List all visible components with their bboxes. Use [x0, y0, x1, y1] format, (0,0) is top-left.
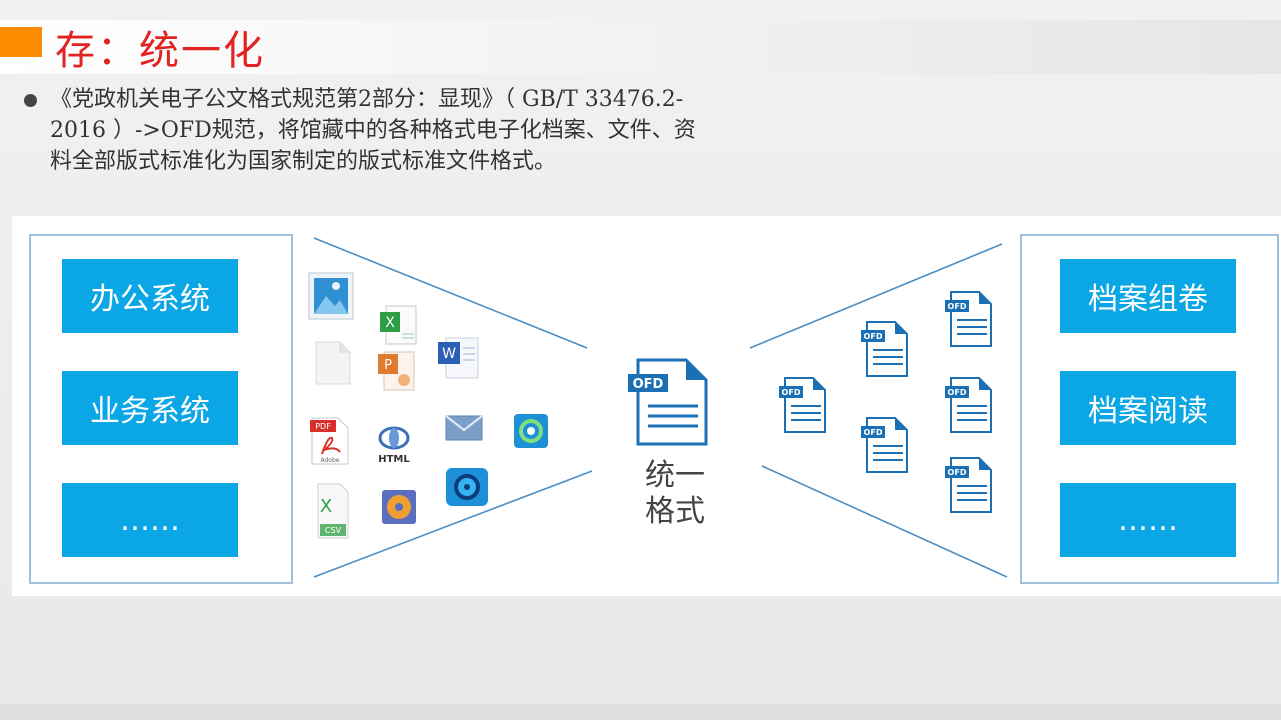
- bullet-line: 《党政机关电子公文格式规范第2部分：显现》（ GB/T 33476.2-: [50, 87, 684, 112]
- archive-reading-box: 档案阅读: [1060, 371, 1236, 445]
- box-label: 业务系统: [90, 394, 210, 429]
- csv-tag: CSV: [325, 526, 342, 535]
- csv-letter: X: [320, 496, 332, 517]
- title-accent-block: [0, 27, 42, 57]
- ofd-document-icon: OFD: [945, 291, 992, 347]
- office-system-box: 办公系统: [62, 259, 238, 333]
- ofd-tag: OFD: [864, 428, 883, 437]
- mail-file-icon: [445, 415, 483, 441]
- word-file-icon: W: [438, 337, 479, 379]
- bullet-line: 2016 ）->OFD规范，将馆藏中的各种格式电子化档案、文件、资: [50, 118, 696, 143]
- ofd-document-icon: OFD: [945, 457, 992, 513]
- bullet-dot: [24, 94, 37, 107]
- ofd-tag: OFD: [633, 377, 664, 392]
- pdf-sub: Adobe: [321, 457, 340, 464]
- csv-file-icon: X CSV: [317, 483, 349, 539]
- blank-file-icon: [315, 341, 351, 385]
- ofd-tag: OFD: [948, 468, 967, 477]
- excel-letter: X: [385, 315, 395, 331]
- box-label: 档案阅读: [1088, 394, 1208, 429]
- unified-format-label: 统一 格式: [640, 458, 710, 530]
- box-label: 档案组卷: [1088, 282, 1208, 317]
- powerpoint-file-icon: P: [378, 351, 415, 391]
- funnel-left-bottom-line: [313, 470, 593, 578]
- pdf-file-icon: PDF Adobe: [310, 417, 349, 465]
- ofd-document-icon: OFD: [861, 417, 908, 473]
- html-tag: HTML: [378, 454, 410, 465]
- center-label-line: 格式: [645, 494, 705, 529]
- box-label: ……: [120, 502, 180, 538]
- funnel-right-bottom-line: [761, 465, 1008, 578]
- ppt-letter: P: [384, 358, 392, 373]
- ofd-tag: OFD: [948, 302, 967, 311]
- ofd-tag: OFD: [782, 388, 801, 397]
- box-label: 办公系统: [90, 282, 210, 317]
- bullet-line: 料全部版式标准化为国家制定的版式标准文件格式。: [50, 149, 557, 174]
- word-letter: W: [442, 346, 456, 362]
- ofd-document-icon: OFD: [945, 377, 992, 433]
- more-systems-box: ……: [62, 483, 238, 557]
- box-label: ……: [1118, 502, 1178, 538]
- bullet-text: 《党政机关电子公文格式规范第2部分：显现》（ GB/T 33476.2- 201…: [50, 84, 820, 177]
- archive-volume-box: 档案组卷: [1060, 259, 1236, 333]
- center-ofd-document-icon: OFD: [628, 358, 708, 446]
- ofd-document-icon: OFD: [779, 377, 826, 433]
- business-system-box: 业务系统: [62, 371, 238, 445]
- ofd-document-icon: OFD: [861, 321, 908, 377]
- more-archives-box: ……: [1060, 483, 1236, 557]
- center-label-line: 统一: [645, 458, 705, 493]
- funnel-right-top-line: [749, 243, 1003, 349]
- conversion-diagram: 办公系统 业务系统 …… 档案组卷 档案阅读 …… X: [12, 216, 1281, 596]
- image-file-icon: [308, 272, 354, 320]
- excel-file-icon: X: [380, 305, 417, 345]
- disc-file-icon: [382, 490, 416, 524]
- media-app-icon: [514, 414, 548, 448]
- ofd-tag: OFD: [864, 332, 883, 341]
- bottom-band: [0, 704, 1281, 720]
- html-file-icon: HTML: [378, 426, 410, 465]
- funnel-left-top-line: [313, 237, 588, 349]
- funnel-lines: [313, 237, 1008, 578]
- slide-title: 存：统一化: [55, 28, 265, 74]
- title-bar: [0, 20, 1281, 74]
- pdf-tag: PDF: [315, 422, 331, 431]
- video-file-icon: [446, 468, 488, 506]
- ofd-tag: OFD: [948, 388, 967, 397]
